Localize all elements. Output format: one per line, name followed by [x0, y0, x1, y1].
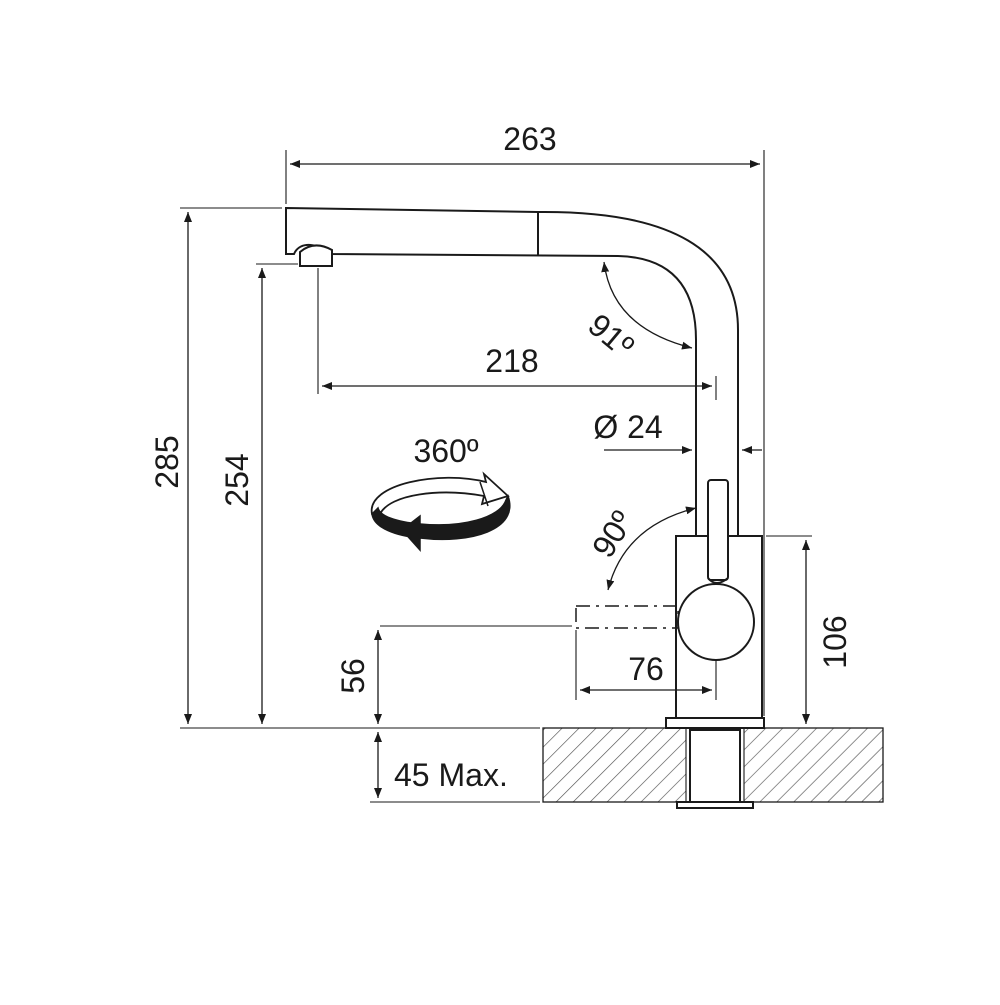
- rotation-symbol: [371, 471, 511, 552]
- overall-length-label: 263: [503, 121, 556, 157]
- counter-thickness-label: 45 Max.: [394, 757, 508, 793]
- body-height-label: 106: [817, 615, 853, 668]
- mounting-shank: [689, 729, 741, 803]
- spout-reach-label: 218: [485, 343, 538, 379]
- mounting-nut: [676, 801, 754, 809]
- handle-height-label: 56: [335, 658, 371, 694]
- overall-height-label: 285: [149, 435, 185, 488]
- handle-hub: [677, 583, 755, 661]
- countertop: [542, 727, 884, 809]
- handle-alt-position: [575, 605, 679, 629]
- spout-angle-label: 91º: [581, 307, 641, 365]
- pipe-diameter-label: Ø 24: [593, 409, 662, 445]
- spout-height-label: 254: [219, 453, 255, 506]
- rotation-arrow-top: [371, 471, 510, 515]
- extension-lines: [180, 150, 812, 803]
- rotation-arrow-bottom: [400, 494, 511, 552]
- handle-reach-label: 76: [628, 651, 664, 687]
- base-plate: [665, 717, 765, 729]
- handle-angle-arc: [606, 506, 697, 591]
- aerator: [299, 244, 333, 267]
- handle-angle-label: 90º: [585, 504, 641, 563]
- spout-angle-arc: [601, 261, 693, 350]
- handle-lever: [707, 479, 729, 581]
- rotation-label: 360º: [413, 433, 478, 469]
